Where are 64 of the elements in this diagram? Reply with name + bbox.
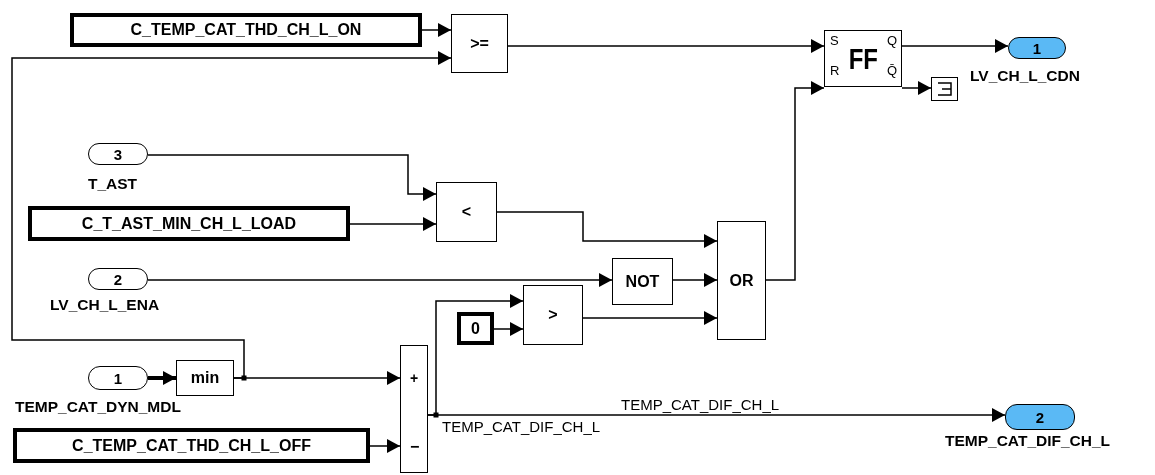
constant-name: C_TEMP_CAT_THD_CH_L_OFF <box>72 436 311 455</box>
operator-label: OR <box>729 271 754 290</box>
signal-arrow <box>765 81 825 281</box>
signal-arrow <box>349 217 437 231</box>
operator-block <box>612 258 673 305</box>
port-number: 1 <box>113 369 123 387</box>
signal-name: TEMP_CAT_DIF_CH_L <box>441 419 602 435</box>
operator-label: min <box>190 369 220 387</box>
signal-arrow <box>507 39 825 53</box>
operator-block <box>523 285 583 345</box>
signal-arrow <box>148 371 176 385</box>
signal-arrow <box>496 211 718 248</box>
signal-arrow <box>493 322 524 336</box>
port-number: 3 <box>113 145 123 163</box>
signal-arrow <box>11 51 452 379</box>
outport-block <box>1008 37 1066 59</box>
constant-block <box>13 428 370 463</box>
inport-block <box>88 268 148 290</box>
terminator-block <box>931 77 958 101</box>
edge-label: TEMP_CAT_DIF_CH_L <box>620 397 781 413</box>
signal-arrow <box>369 439 401 453</box>
constant-block <box>28 206 350 241</box>
operator-label: NOT <box>625 272 660 291</box>
operator-block <box>436 182 497 242</box>
port-number: 2 <box>1035 408 1045 426</box>
port-name: T_AST <box>88 175 138 193</box>
operator-block <box>717 221 766 340</box>
signal-arrow <box>147 273 613 287</box>
constant-block <box>457 312 494 345</box>
flip-flop-block <box>824 30 902 87</box>
block-label: FF <box>848 41 878 76</box>
inport-block <box>88 366 148 390</box>
port-name: TEMP_CAT_DYN_MDL <box>15 398 181 416</box>
port-name: TEMP_CAT_DIF_CH_L <box>945 432 1111 450</box>
operator-block <box>451 14 508 73</box>
operator-label: > <box>548 306 558 324</box>
sign-label: − <box>410 438 420 456</box>
port-label: S <box>830 33 839 48</box>
sum-block <box>400 345 428 473</box>
constant-name: C_T_AST_MIN_CH_L_LOAD <box>81 214 297 233</box>
port-label: R <box>830 63 840 78</box>
signal-arrow <box>901 81 932 95</box>
constant-block <box>70 13 422 47</box>
sign-label: + <box>410 370 419 386</box>
port-name: LV_CH_L_CDN <box>970 67 1080 85</box>
signal-arrow <box>233 371 401 385</box>
outport-block <box>1005 404 1075 430</box>
operator-label: >= <box>470 34 489 53</box>
port-label: Q <box>887 33 898 48</box>
signal-arrow <box>672 273 718 287</box>
constant-name: 0 <box>471 319 480 338</box>
signal-arrow <box>582 311 718 325</box>
signal-arrow <box>427 408 1006 422</box>
port-label: Q̄ <box>887 63 898 78</box>
operator-block <box>176 360 234 396</box>
port-number: 2 <box>113 270 123 288</box>
inport-block <box>88 143 148 165</box>
port-number: 1 <box>1032 39 1042 57</box>
signal-arrow <box>901 39 1009 53</box>
operator-label: < <box>461 203 472 221</box>
constant-name: C_TEMP_CAT_THD_CH_L_ON <box>130 21 362 39</box>
port-name: LV_CH_L_ENA <box>50 296 160 314</box>
signal-arrow <box>147 154 437 201</box>
signal-arrow <box>421 23 452 37</box>
